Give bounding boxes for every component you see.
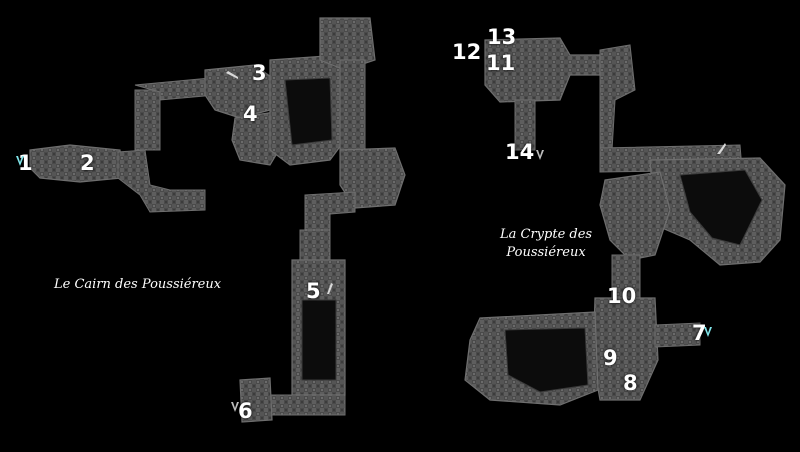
map-point-7[interactable]: 7 <box>692 321 707 345</box>
region-label-crypt-line2: Poussiéreux <box>506 244 586 260</box>
map-point-12[interactable]: 12 <box>452 40 482 64</box>
map-point-3[interactable]: 3 <box>252 61 267 85</box>
map-point-2[interactable]: 2 <box>80 151 95 175</box>
map-point-14[interactable]: 14 <box>505 140 535 164</box>
region-label-crypt-line1: La Crypte des <box>500 227 593 242</box>
door-marker-icon[interactable] <box>228 400 242 414</box>
region-label-cairn: Le Cairn des Poussiéreux <box>54 277 222 292</box>
entrance-marker-icon[interactable] <box>13 154 27 168</box>
cairn-long-hall-floor <box>301 299 337 381</box>
cairn-north-corridor <box>134 89 161 151</box>
cairn-hall-link <box>299 229 331 263</box>
cairn-south-corridor <box>304 191 356 236</box>
cairn-west-corridor <box>117 149 206 213</box>
map-point-9[interactable]: 9 <box>603 346 618 370</box>
arrow-marker-icon[interactable] <box>714 142 728 156</box>
map-point-8[interactable]: 8 <box>623 371 638 395</box>
map-point-4[interactable]: 4 <box>243 102 258 126</box>
cairn-east-rooms <box>339 147 406 209</box>
crypt-east-shaft <box>599 44 636 151</box>
cairn-chamber-3 <box>204 64 276 119</box>
crypt-west-pool <box>504 327 589 393</box>
cairn-layout <box>29 17 406 423</box>
region-label-crypt: La Crypte des Poussiéreux <box>500 226 592 261</box>
cairn-central-pit <box>284 77 333 146</box>
cairn-tower-stairs <box>339 59 366 151</box>
crypt-layout <box>464 37 786 406</box>
map-point-5[interactable]: 5 <box>306 279 321 303</box>
arrow-marker-icon[interactable] <box>322 282 336 296</box>
cairn-upper-corridor <box>134 77 216 101</box>
map-point-10[interactable]: 10 <box>607 284 637 308</box>
crypt-north-spur <box>514 99 536 151</box>
arrow-marker-icon[interactable] <box>225 70 239 84</box>
crypt-north-hall <box>484 37 601 103</box>
crypt-middle-rooms <box>599 171 671 261</box>
crypt-east-pool <box>679 169 763 246</box>
crypt-east-arm <box>654 322 701 348</box>
cairn-west-hall <box>29 144 123 183</box>
entrance-marker-icon[interactable] <box>701 325 715 339</box>
cairn-exit-room <box>239 377 273 423</box>
door-marker-icon[interactable] <box>533 148 547 162</box>
map-point-6[interactable]: 6 <box>238 399 253 423</box>
map-point-11[interactable]: 11 <box>486 51 516 75</box>
map-point-13[interactable]: 13 <box>487 25 517 49</box>
